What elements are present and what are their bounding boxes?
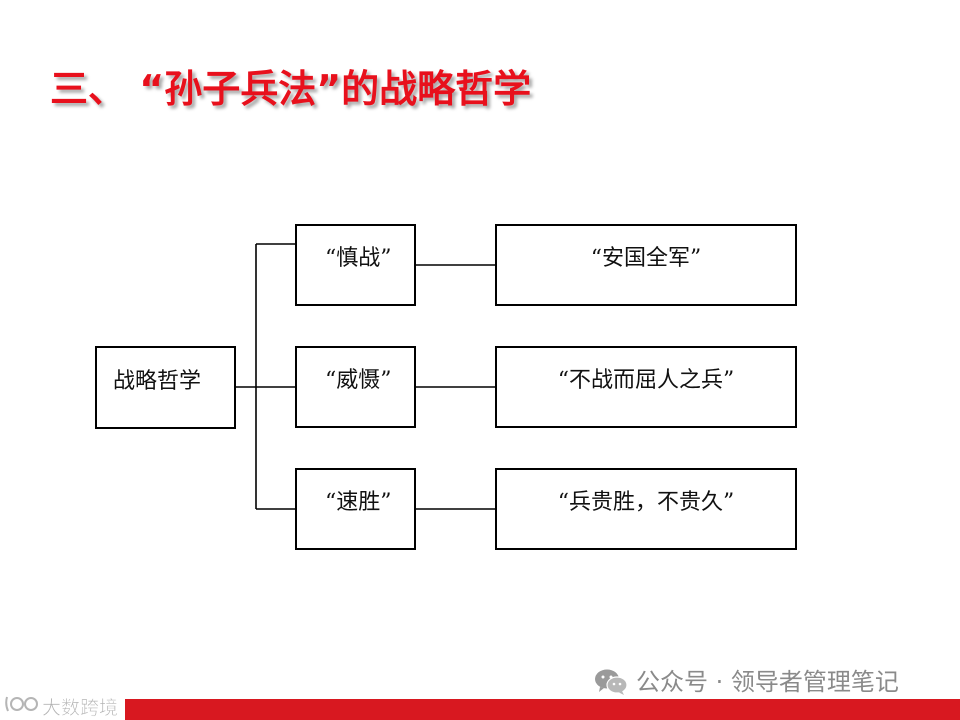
principle-node-2: “不战而屈人之兵” <box>495 346 797 428</box>
principle-node-label: “不战而屈人之兵” <box>557 368 735 393</box>
principle-node-label: “安国全军” <box>590 246 702 271</box>
footer-logo: 大数跨境 <box>0 690 125 720</box>
principle-node-3: “兵贵胜，不贵久” <box>495 468 797 550</box>
root-node: 战略哲学 <box>95 346 236 429</box>
concept-node-1: “慎战” <box>295 224 416 306</box>
watermark-text: 公众号 · 领导者管理笔记 <box>636 668 899 696</box>
principle-node-1: “安国全军” <box>495 224 797 306</box>
concept-node-3: “速胜” <box>295 468 416 550</box>
footer-logo-text: 大数跨境 <box>42 697 119 720</box>
concept-node-label: “速胜” <box>325 490 392 515</box>
concept-node-2: “威慑” <box>295 346 416 428</box>
concept-node-label: “威慑” <box>325 368 392 393</box>
concept-node-label: “慎战” <box>325 246 392 271</box>
brand-logo-icon <box>5 696 38 712</box>
root-node-label: 战略哲学 <box>113 369 202 394</box>
footer-bar <box>125 699 960 720</box>
slide-title: 三、 “孙子兵法”的战略哲学 <box>50 67 532 111</box>
principle-node-label: “兵贵胜，不贵久” <box>557 490 735 515</box>
wechat-icon <box>595 669 628 695</box>
